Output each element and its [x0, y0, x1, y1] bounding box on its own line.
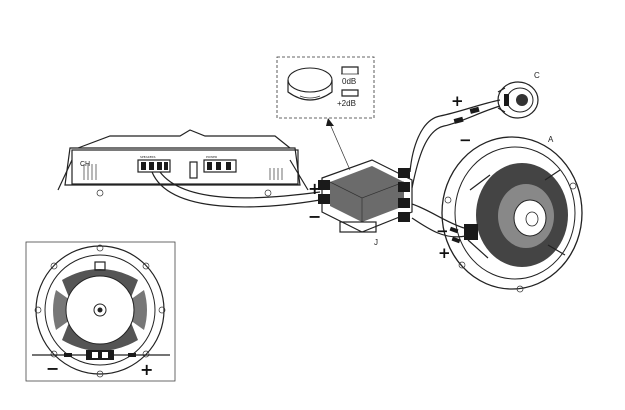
woofer-label: A: [548, 135, 554, 144]
svg-text:POWER: POWER: [206, 155, 217, 159]
amplifier: CH SPEAKERS POWER: [58, 130, 308, 196]
attenuation-jumper-inset: 0dB +2dB: [277, 57, 374, 118]
woofer-plus: +: [438, 244, 451, 262]
svg-text:SPEAKERS: SPEAKERS: [140, 155, 156, 159]
woofer: [442, 137, 582, 292]
crossover: [318, 160, 412, 232]
attenuation-plus2db: +2dB: [337, 99, 356, 108]
attenuation-0db: 0dB: [342, 77, 356, 86]
crossover-label: J: [374, 238, 378, 247]
tweeter-minus: −: [459, 131, 472, 149]
crossover-input-plus: +: [308, 179, 321, 198]
rear-inset-plus: +: [140, 360, 153, 379]
amp-fuse: [190, 162, 197, 178]
tweeter-label: C: [534, 71, 540, 80]
amp-to-crossover-wire-neg: [152, 172, 320, 207]
tweeter-plus: +: [451, 92, 464, 110]
crossover-input-minus: −: [308, 207, 321, 226]
attenuation-leader: [330, 124, 350, 170]
rear-inset-minus: −: [46, 359, 59, 378]
woofer-minus: −: [436, 222, 449, 240]
tweeter: [498, 82, 538, 118]
amp-channel-label: CH: [80, 161, 90, 168]
